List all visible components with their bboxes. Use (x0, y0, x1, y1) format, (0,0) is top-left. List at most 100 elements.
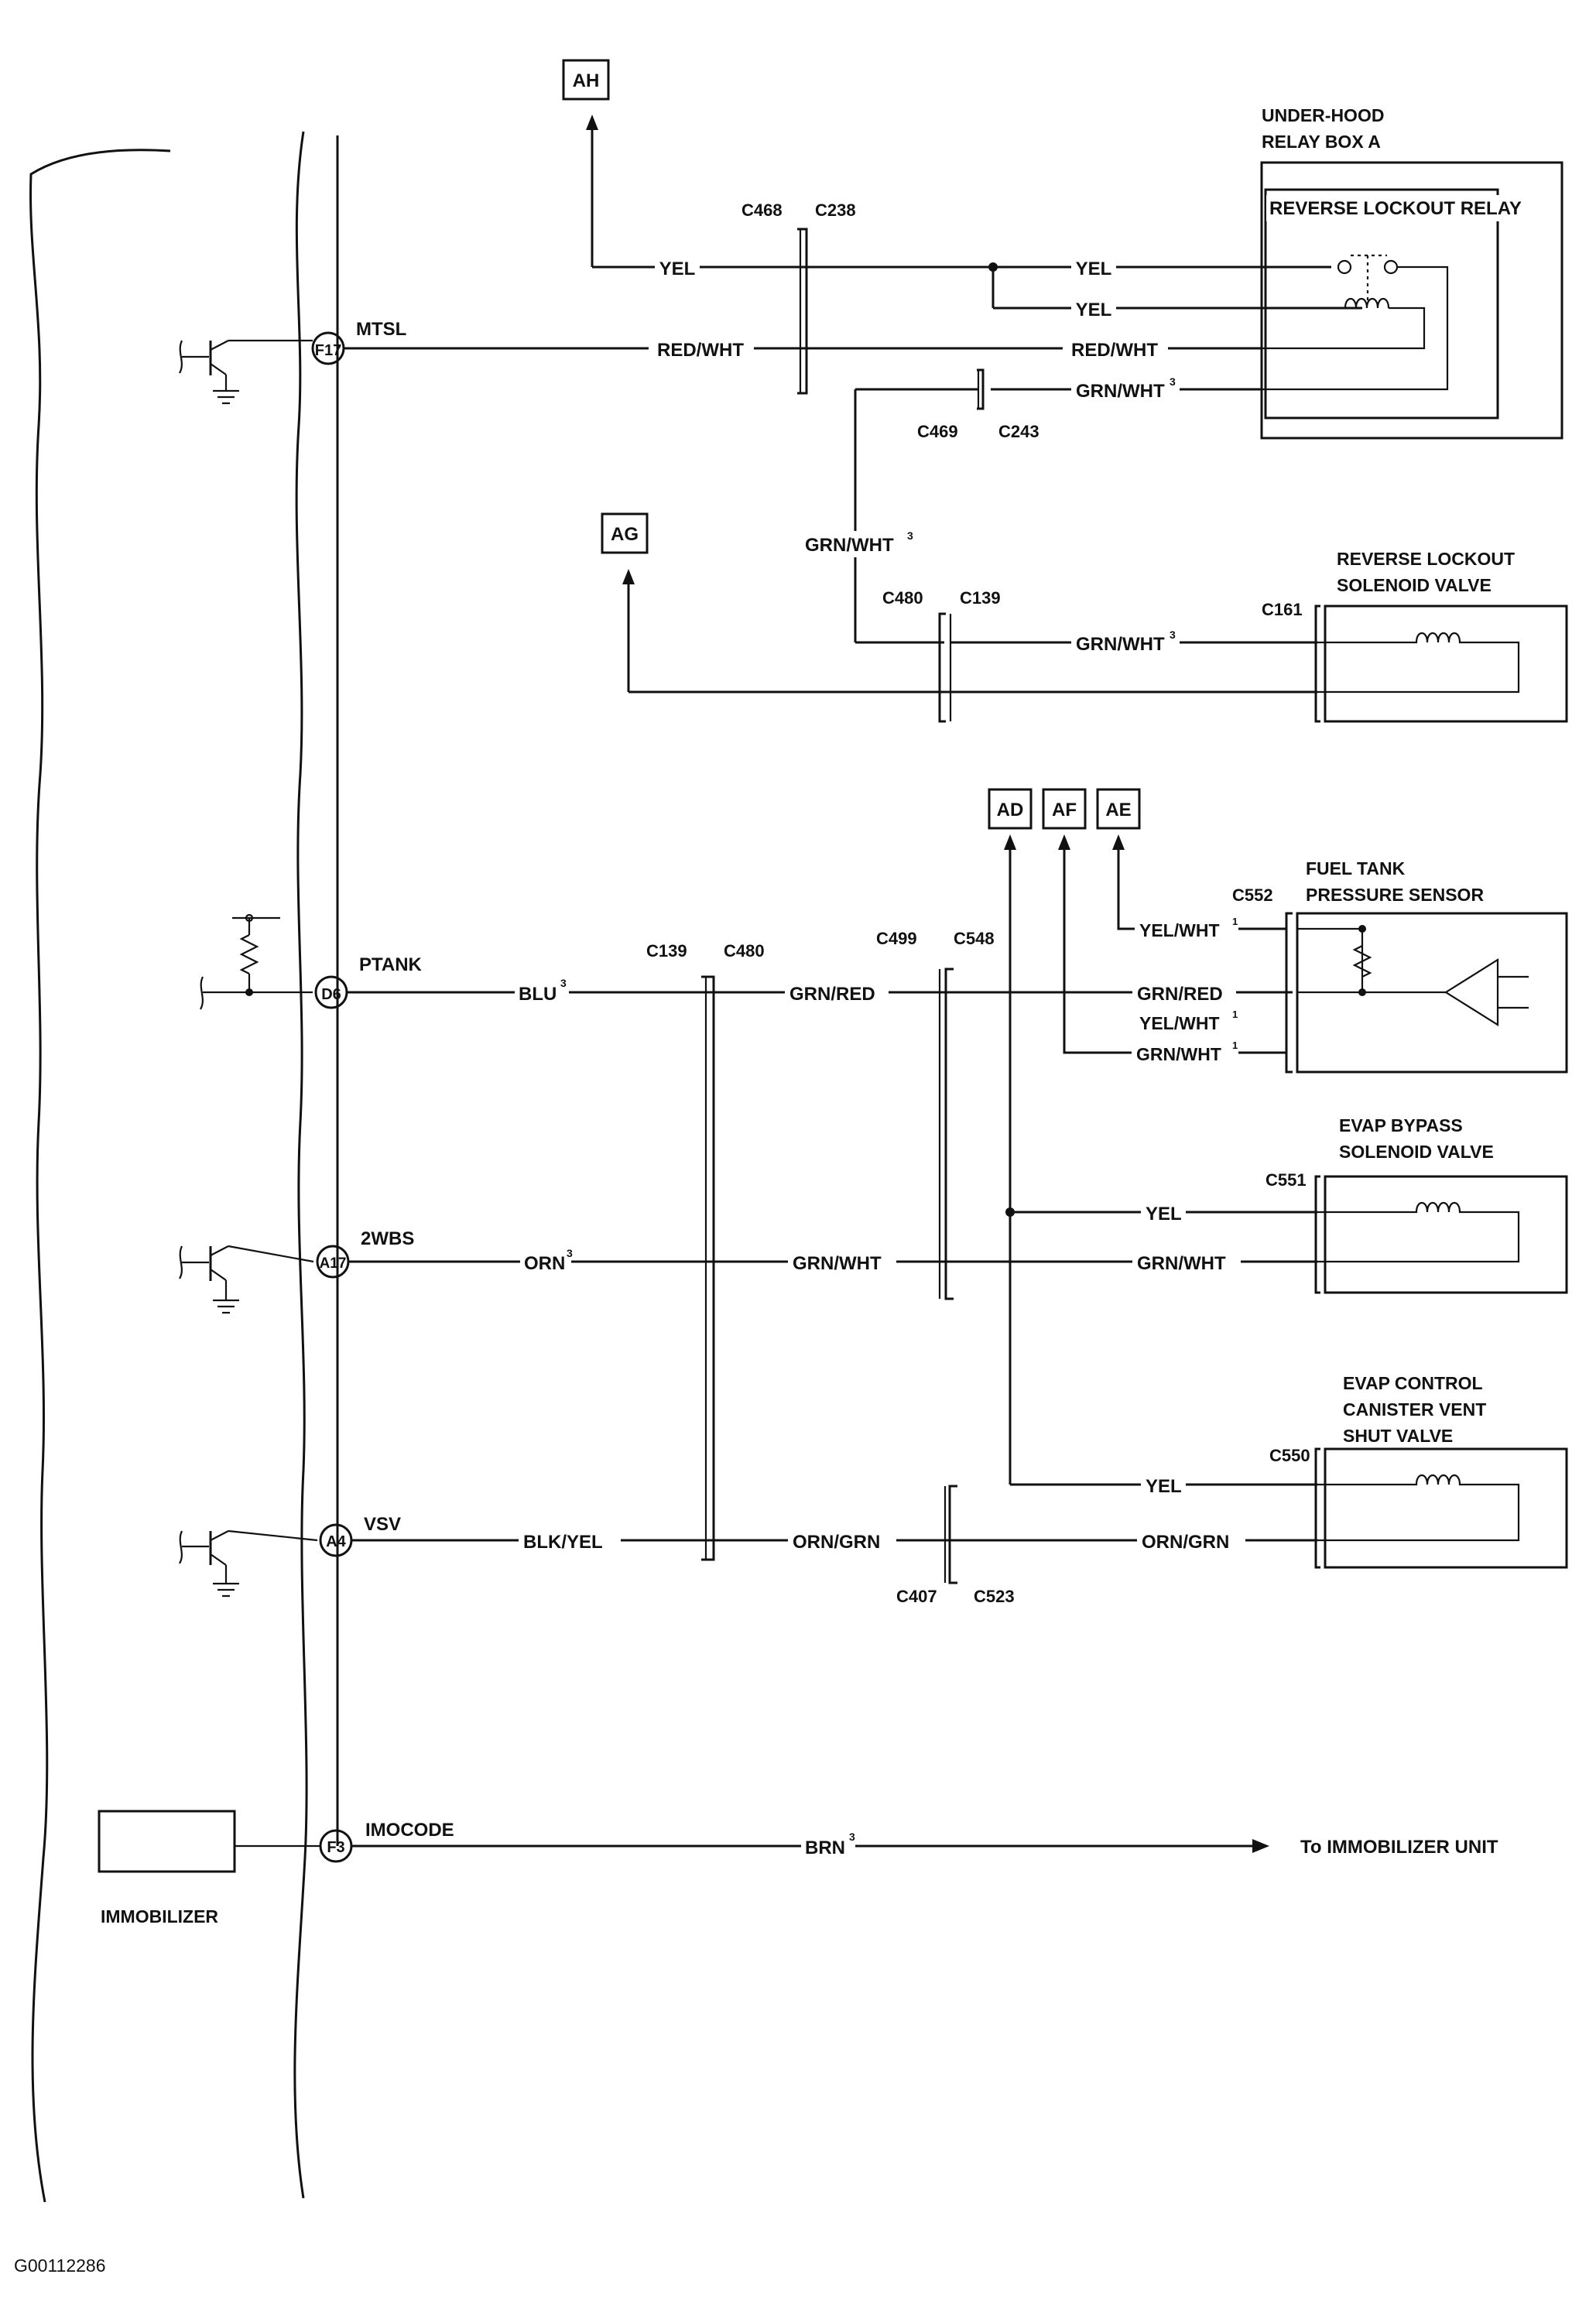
reverse-lockout-relay (1264, 188, 1499, 420)
wire-label-brn: BRN (805, 1837, 845, 1858)
wire-label-grn-wht-1: GRN/WHT (1076, 381, 1165, 402)
connector-c469-c243 (977, 368, 985, 410)
connector-c550: C550 (1269, 1446, 1310, 1465)
wire-sup-1-a: 1 (1232, 1039, 1238, 1051)
ref-ae-label: AE (1105, 800, 1131, 820)
connector-c469: C469 (917, 422, 958, 441)
wire-label-grn-red-2: GRN/RED (1137, 984, 1223, 1005)
wire-sup-3-a: 3 (1170, 375, 1176, 388)
relay-contact-icon (1337, 254, 1399, 302)
label-bg (1063, 336, 1168, 361)
wire-label-yel-wht-1: YEL/WHT (1139, 920, 1220, 940)
connector-c238: C238 (815, 200, 856, 220)
wire-sup-3-f: 3 (849, 1831, 855, 1843)
label-bg (655, 255, 700, 279)
wire-label-grn-wht-4: GRN/WHT (793, 1253, 882, 1274)
relay-name: REVERSE LOCKOUT RELAY (1269, 198, 1522, 219)
sensor-amplifier-icon (1297, 925, 1529, 1026)
connector-c552-housing (1285, 912, 1293, 1074)
rl-solenoid-title-2: SOLENOID VALVE (1337, 575, 1492, 595)
solenoid-coil-icon (1317, 632, 1520, 694)
to-immobilizer-unit: To IMMOBILIZER UNIT (1300, 1837, 1498, 1858)
wire-label-orn: ORN (524, 1253, 565, 1274)
connector-c468: C468 (741, 200, 783, 220)
connector-c499-c548 (944, 968, 954, 1300)
ref-ad (988, 788, 1033, 830)
wire-label-grn-red-1: GRN/RED (789, 984, 875, 1005)
wire-label-blu: BLU (519, 984, 557, 1005)
connector-c243: C243 (998, 422, 1039, 441)
wire-label-red-wht-2: RED/WHT (1071, 340, 1158, 361)
reverse-lockout-solenoid (1324, 605, 1568, 723)
terminal-a17-signal: 2WBS (361, 1228, 414, 1249)
immobilizer-label: IMMOBILIZER (101, 1906, 218, 1927)
connector-c548: C548 (954, 929, 995, 948)
terminal-f17-id: F17 (315, 342, 341, 359)
wire-label-yel-wht-2: YEL/WHT (1139, 1013, 1220, 1033)
ref-ah-label: AH (573, 70, 600, 91)
driver-transistor-a4 (179, 1529, 318, 1598)
wire-label-grn-wht-2: GRN/WHT (805, 535, 894, 556)
wire-label-grn-wht-5: GRN/WHT (1137, 1253, 1226, 1274)
connector-c407: C407 (896, 1587, 937, 1606)
connector-c139-c480-b (701, 975, 715, 1561)
evap-canister-vent-shut-valve (1324, 1447, 1568, 1569)
immobilizer-box (98, 1810, 236, 1873)
wire-label-yel-2: YEL (1076, 259, 1112, 279)
arrow-up-icon (1112, 834, 1125, 850)
relay-coil-icon (1344, 297, 1390, 309)
vent-title-3: SHUT VALVE (1343, 1426, 1453, 1446)
terminal-f17-signal: MTSL (356, 319, 406, 340)
ftp-title-1: FUEL TANK (1306, 858, 1406, 879)
ref-ad-label: AD (997, 800, 1024, 820)
wire-label-yel-4: YEL (1146, 1204, 1182, 1224)
solenoid-coil-icon (1317, 1474, 1520, 1542)
vent-title-1: EVAP CONTROL (1343, 1373, 1483, 1393)
terminal-d6-id: D6 (321, 986, 341, 1003)
vent-title-2: CANISTER VENT (1343, 1399, 1486, 1420)
wire-label-grn-wht-3: GRN/WHT (1076, 634, 1165, 655)
terminal-d6-signal: PTANK (359, 954, 423, 975)
relay-box-a (1260, 161, 1563, 440)
connector-c523: C523 (974, 1587, 1015, 1606)
terminal-a17-id: A17 (320, 1255, 347, 1272)
solenoid-coil-icon (1317, 1201, 1520, 1263)
label-bg (1071, 255, 1116, 279)
ref-ag-label: AG (611, 524, 639, 545)
connector-c161: C161 (1262, 600, 1303, 619)
wire-label-yel-3: YEL (1076, 300, 1112, 320)
ref-ae (1096, 788, 1141, 830)
wire-label-red-wht-1: RED/WHT (657, 340, 744, 361)
wire-label-yel-5: YEL (1146, 1476, 1182, 1497)
relay-box-title-1: UNDER-HOOD (1262, 105, 1384, 125)
connector-c550-housing (1314, 1447, 1320, 1569)
figure-id: G00112286 (14, 2255, 106, 2276)
ftp-title-2: PRESSURE SENSOR (1306, 885, 1484, 905)
label-bg (649, 336, 754, 361)
driver-transistor-f17 (179, 339, 313, 405)
connector-c552: C552 (1232, 885, 1273, 905)
arrow-up-icon (586, 115, 598, 130)
connector-c161-housing (1314, 605, 1320, 723)
wire-sup-3-b: 3 (907, 529, 913, 542)
arrow-up-icon (622, 569, 635, 584)
wire-sup-1-b: 1 (1232, 916, 1238, 927)
relay-box-title-2: RELAY BOX A (1262, 132, 1381, 152)
wire-label-yel-1: YEL (659, 259, 696, 279)
control-module-body (29, 131, 308, 2203)
arrow-right-icon (1252, 1839, 1269, 1853)
connector-c480-c139-a (938, 612, 946, 723)
terminal-f3-id: F3 (327, 1839, 344, 1856)
arrow-up-icon (1004, 834, 1016, 850)
relay-internal-wire (1262, 265, 1449, 391)
connector-c480-a: C480 (882, 588, 923, 608)
label-bg (1071, 296, 1116, 320)
terminal-a4-id: A4 (326, 1533, 346, 1550)
wire-label-blk-yel: BLK/YEL (523, 1532, 603, 1553)
bypass-title-2: SOLENOID VALVE (1339, 1142, 1494, 1162)
wire-sup-3-c: 3 (1170, 628, 1176, 641)
ref-af (1042, 788, 1087, 830)
rl-solenoid-title-1: REVERSE LOCKOUT (1337, 549, 1515, 569)
ref-af-label: AF (1052, 800, 1077, 820)
wire-sup-3-e: 3 (567, 1247, 573, 1259)
